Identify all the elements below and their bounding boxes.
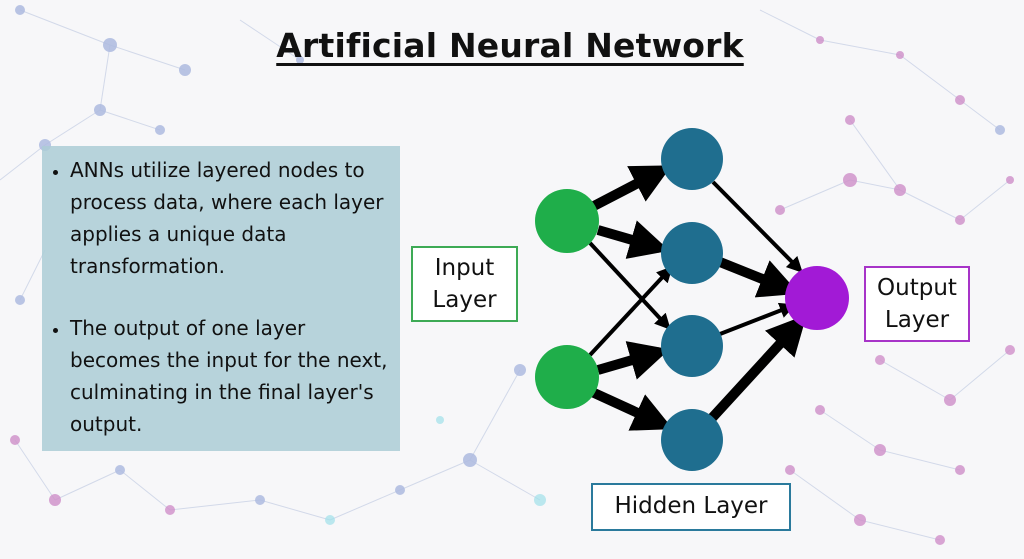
description-panel: ANNs utilize layered nodes to process da… xyxy=(42,146,400,451)
edge-in2-h3 xyxy=(596,341,670,380)
hidden-node-2 xyxy=(661,222,723,284)
edge-in2-h4 xyxy=(589,387,674,431)
network-edges xyxy=(587,165,807,431)
hidden-layer-label: Hidden Layer xyxy=(591,483,791,531)
hidden-node-3 xyxy=(661,315,723,377)
bullet-list: ANNs utilize layered nodes to process da… xyxy=(50,154,390,440)
input-layer-label-line2: Layer xyxy=(432,287,497,313)
edge-in1-h3 xyxy=(588,241,671,330)
edge-h3-out xyxy=(719,302,796,336)
bullet-item: The output of one layer becomes the inpu… xyxy=(70,312,390,440)
bullet-item: ANNs utilize layered nodes to process da… xyxy=(70,154,390,282)
edge-in1-h1 xyxy=(587,165,672,213)
edge-in2-h2 xyxy=(588,266,673,357)
output-node xyxy=(785,266,849,330)
edge-h2-out xyxy=(718,257,800,298)
input-layer-label: Input Layer xyxy=(411,246,518,322)
output-layer-label: Output Layer xyxy=(864,266,970,342)
edge-h4-out xyxy=(708,314,807,422)
network-nodes xyxy=(535,128,849,471)
output-layer-label-line1: Output xyxy=(877,275,957,301)
page-title: Artificial Neural Network xyxy=(276,26,744,65)
hidden-node-4 xyxy=(661,409,723,471)
edge-h1-out xyxy=(711,180,803,273)
output-layer-label-line2: Layer xyxy=(884,307,950,333)
input-node-1 xyxy=(535,189,599,253)
input-layer-label-line1: Input xyxy=(434,255,495,281)
edge-in1-h2 xyxy=(596,220,670,259)
input-node-2 xyxy=(535,345,599,409)
hidden-node-1 xyxy=(661,128,723,190)
